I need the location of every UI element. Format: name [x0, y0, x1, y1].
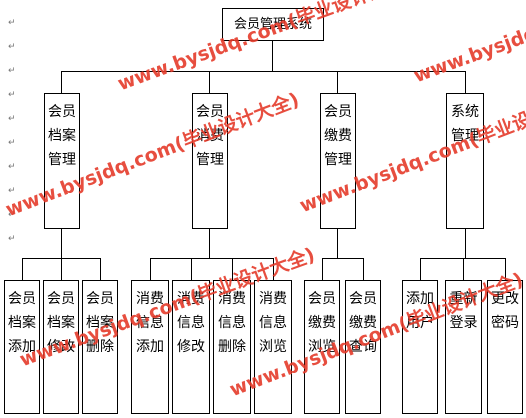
- module-node-member-consumption: 会员消费管理: [192, 93, 228, 229]
- module-node-member-payment: 会员缴费管理: [320, 93, 356, 229]
- leaf-node-add-user: 添加用户: [402, 280, 438, 414]
- connector-line: [22, 258, 23, 280]
- leaf-node-consumption-browse: 消费信息浏览: [254, 280, 292, 414]
- root-node-label: 会员管理系统: [233, 17, 312, 32]
- connector-line: [150, 258, 274, 259]
- paragraph-mark: ↵: [8, 42, 16, 52]
- connector-line: [209, 71, 210, 93]
- paragraph-mark: ↵: [8, 186, 16, 196]
- connector-line: [61, 71, 62, 93]
- connector-line: [150, 258, 151, 280]
- paragraph-mark: ↵: [8, 66, 16, 76]
- leaf-node-payment-browse: 会员缴费浏览: [304, 280, 340, 414]
- leaf-node-archive-add: 会员档案添加: [4, 280, 40, 414]
- leaf-node-payment-query: 会员缴费查询: [345, 280, 381, 414]
- root-node: 会员管理系统: [222, 8, 324, 41]
- leaf-label: 会员缴费浏览: [308, 291, 336, 355]
- connector-line: [363, 258, 364, 280]
- connector-line: [465, 71, 466, 93]
- connector-line: [463, 258, 464, 280]
- leaf-label: 重新登录: [449, 291, 478, 331]
- module-label: 会员缴费管理: [324, 104, 352, 168]
- leaf-label: 消费信息修改: [177, 291, 205, 355]
- connector-line: [61, 71, 465, 72]
- paragraph-mark: ↵: [8, 90, 16, 100]
- connector-line: [272, 40, 273, 72]
- paragraph-mark: ↵: [8, 162, 16, 172]
- leaf-label: 消费信息删除: [218, 291, 246, 355]
- connector-line: [209, 228, 210, 259]
- connector-line: [232, 258, 233, 280]
- leaf-label: 会员档案修改: [47, 291, 75, 355]
- leaf-node-relogin: 重新登录: [445, 280, 482, 414]
- paragraph-mark: ↵: [8, 18, 16, 28]
- module-node-member-archive: 会员档案管理: [44, 93, 80, 229]
- leaf-node-consumption-delete: 消费信息删除: [213, 280, 251, 414]
- connector-line: [420, 258, 421, 280]
- leaf-label: 添加用户: [406, 291, 434, 331]
- paragraph-mark: ↵: [8, 234, 16, 244]
- leaf-node-change-password: 更改密码: [487, 280, 523, 414]
- connector-line: [322, 258, 323, 280]
- connector-line: [465, 228, 466, 259]
- connector-line: [61, 258, 62, 280]
- paragraph-mark: ↵: [8, 210, 16, 220]
- paragraph-mark: ↵: [8, 114, 16, 124]
- module-label: 会员消费管理: [196, 104, 224, 168]
- watermark-text: www.bysjdq.com(毕业设计大全): [410, 0, 526, 88]
- leaf-node-consumption-add: 消费信息添加: [131, 280, 169, 414]
- module-node-system: 系统管理: [446, 93, 484, 229]
- connector-line: [337, 71, 338, 93]
- connector-line: [337, 228, 338, 259]
- connector-line: [191, 258, 192, 280]
- module-label: 会员档案管理: [48, 104, 76, 168]
- connector-line: [100, 258, 101, 280]
- connector-line: [273, 258, 274, 280]
- leaf-label: 更改密码: [491, 291, 519, 331]
- leaf-node-consumption-edit: 消费信息修改: [172, 280, 210, 414]
- leaf-label: 会员档案删除: [86, 291, 114, 355]
- module-label: 系统管理: [451, 104, 479, 144]
- connector-line: [505, 258, 506, 280]
- leaf-node-archive-delete: 会员档案删除: [82, 280, 118, 414]
- paragraph-mark: ↵: [8, 138, 16, 148]
- leaf-label: 会员档案添加: [8, 291, 36, 355]
- connector-line: [322, 258, 364, 259]
- connector-line: [61, 228, 62, 259]
- leaf-label: 消费信息浏览: [259, 291, 287, 355]
- leaf-node-archive-edit: 会员档案修改: [43, 280, 79, 414]
- leaf-label: 会员缴费查询: [349, 291, 377, 355]
- leaf-label: 消费信息添加: [136, 291, 164, 355]
